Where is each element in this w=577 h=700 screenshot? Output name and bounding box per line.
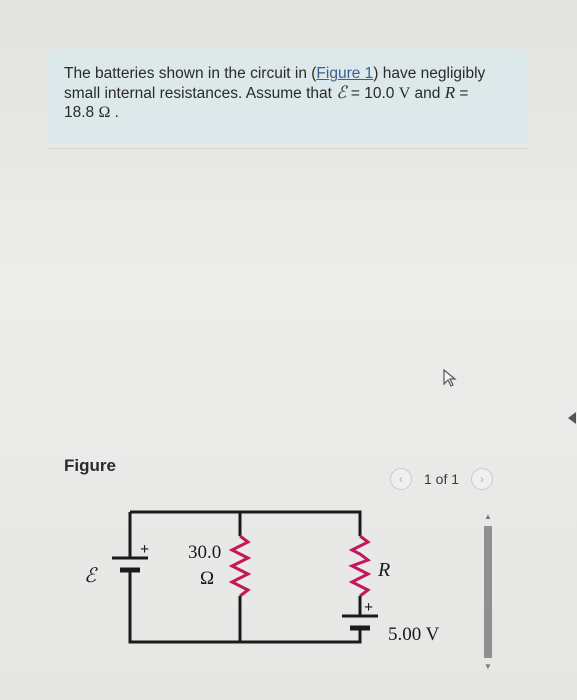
problem-text-start: The batteries shown in the circuit in ( bbox=[64, 65, 317, 82]
r-label: R bbox=[377, 559, 390, 581]
emf-unit: V bbox=[398, 85, 411, 102]
problem-end: . bbox=[110, 104, 119, 121]
scroll-thumb[interactable] bbox=[484, 526, 492, 658]
equals-sign-2: = bbox=[455, 85, 469, 102]
and-text: and bbox=[410, 85, 445, 102]
emf-value: 10.0 bbox=[364, 85, 395, 102]
emf-label: ℰ bbox=[84, 565, 98, 587]
wire-right-loop bbox=[240, 510, 362, 644]
wire-left-loop bbox=[128, 510, 240, 644]
equals-sign-1: = bbox=[346, 85, 365, 102]
problem-statement: The batteries shown in the circuit in (F… bbox=[64, 64, 524, 122]
figure-link[interactable]: Figure 1 bbox=[316, 65, 374, 82]
figure-scrollbar[interactable]: ▲ ▼ bbox=[482, 512, 494, 672]
circuit-diagram: + ℰ 30.0 Ω R + 5.00 V bbox=[84, 510, 440, 645]
r-value: 18.8 bbox=[64, 104, 95, 121]
figure-pager: ‹ 1 of 1 › bbox=[390, 468, 494, 490]
edge-arrow-icon bbox=[568, 412, 576, 424]
resistor-unit: Ω bbox=[200, 568, 214, 589]
emf-symbol: ℰ bbox=[336, 83, 347, 102]
figure-heading: Figure bbox=[64, 456, 116, 475]
resistor-r bbox=[348, 534, 372, 598]
battery2-plus: + bbox=[364, 599, 373, 616]
chevron-left-icon[interactable]: ‹ bbox=[390, 468, 412, 490]
pager-text: 1 of 1 bbox=[424, 471, 460, 487]
resistor-30-ohm bbox=[228, 534, 252, 598]
chevron-right-icon[interactable]: › bbox=[471, 468, 494, 490]
battery1-plus: + bbox=[140, 541, 149, 558]
problem-text-middle: ) have negligibly small internal resista… bbox=[64, 65, 486, 102]
divider bbox=[48, 148, 528, 149]
problem-panel: The batteries shown in the circuit in (F… bbox=[48, 50, 528, 144]
mouse-cursor-icon bbox=[442, 368, 458, 393]
r-unit: Ω bbox=[98, 104, 111, 121]
battery2-label: 5.00 V bbox=[388, 624, 440, 645]
scroll-up-icon[interactable]: ▲ bbox=[484, 512, 492, 521]
r-symbol: R bbox=[444, 83, 456, 102]
scroll-down-icon[interactable]: ▼ bbox=[484, 662, 492, 671]
resistor-value: 30.0 bbox=[188, 542, 221, 563]
